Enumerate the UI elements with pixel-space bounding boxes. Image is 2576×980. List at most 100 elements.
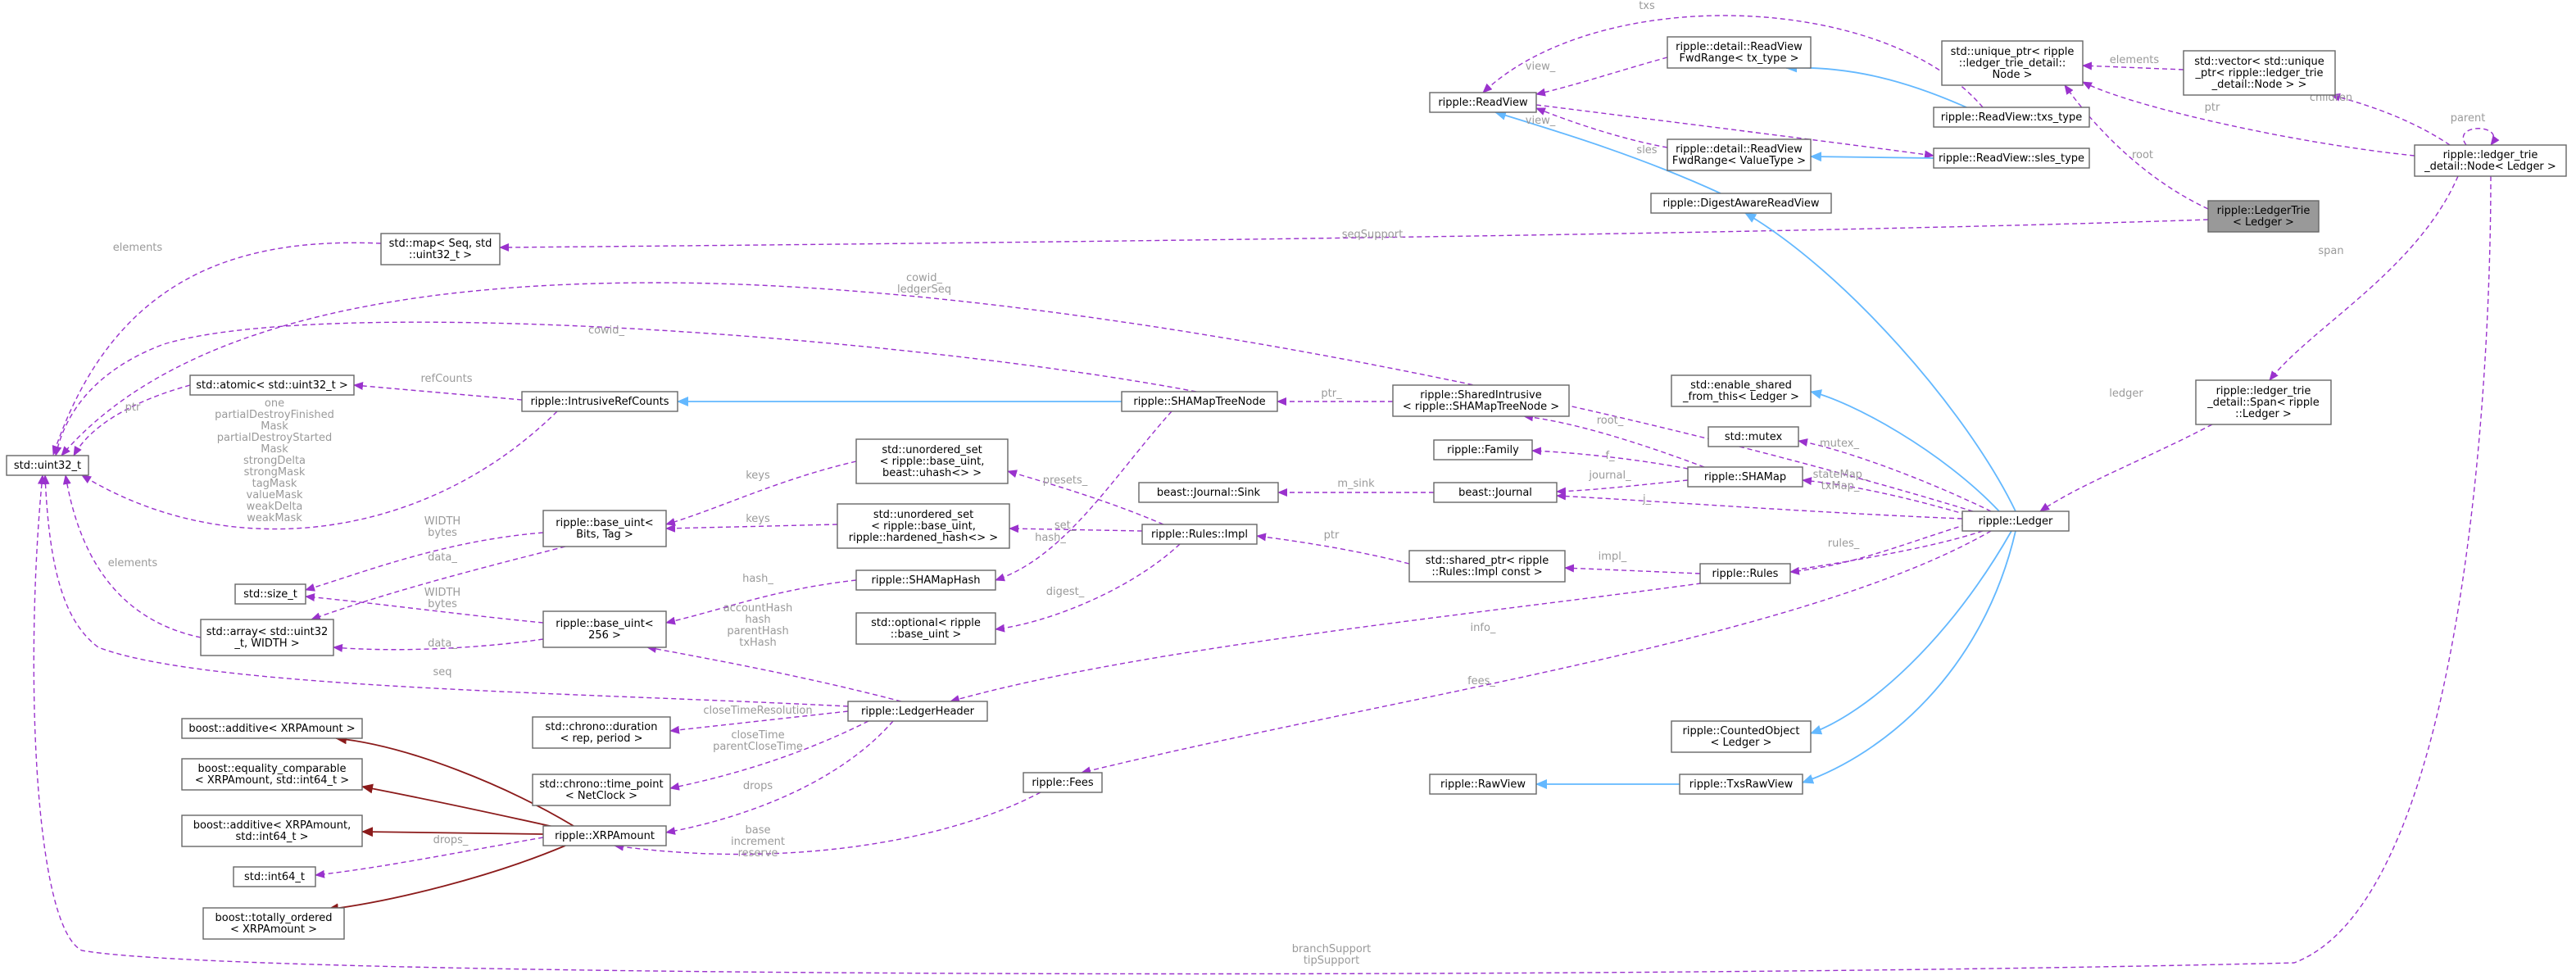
node-rules[interactable]: ripple::Rules (1699, 563, 1791, 584)
edge-baseuint256-array (333, 638, 544, 652)
edge-label-cowid-ledgerseq: cowid_ledgerSeq (897, 272, 951, 296)
edge-label-state-tx-map: stateMap_txMap_ (1813, 469, 1868, 492)
edge-label-digest: digest_ (1046, 586, 1085, 598)
node-rules-impl[interactable]: ripple::Rules::Impl (1141, 524, 1258, 545)
inherit-ledger-digestaware (1744, 212, 2016, 512)
node-label: ripple::LedgerTrie< Ledger > (2217, 205, 2311, 229)
node-label: ripple::Rules::Impl (1151, 529, 1248, 541)
node-family[interactable]: ripple::Family (1433, 439, 1533, 461)
node-vector-node[interactable]: std::vector< std::unique_ptr< ripple::le… (2183, 50, 2336, 96)
node-label: beast::Journal (1458, 487, 1532, 499)
edge-label-span: span (2318, 245, 2343, 257)
node-shared-intrusive[interactable]: ripple::SharedIntrusive< ripple::SHAMapT… (1392, 384, 1570, 417)
node-label: ripple::DigestAwareReadView (1662, 197, 1819, 210)
node-journal-sink[interactable]: beast::Journal::Sink (1138, 482, 1279, 503)
node-label: ripple::ReadView::txs_type (1941, 111, 2083, 124)
node-trie-span[interactable]: ripple::ledger_trie_detail::Span< ripple… (2195, 379, 2332, 425)
node-label: std::shared_ptr< ripple::Rules::Impl con… (1426, 555, 1549, 578)
node-txs-type[interactable]: ripple::ReadView::txs_type (1933, 107, 2090, 128)
edge-label-view-2: view_ (1526, 115, 1556, 127)
node-chrono-timepoint[interactable]: std::chrono::time_point< NetClock > (532, 774, 671, 806)
node-array-u32[interactable]: std::array< std::uint32_t, WIDTH > (200, 619, 334, 656)
node-atomic[interactable]: std::atomic< std::uint32_t > (189, 374, 355, 396)
node-label: ripple::Rules (1712, 568, 1779, 580)
node-read-view[interactable]: ripple::ReadView (1429, 92, 1537, 113)
edge-label-journal-label: journal_ (1588, 470, 1631, 482)
node-txs-raw-view[interactable]: ripple::TxsRawView (1679, 774, 1803, 795)
node-boost-additive[interactable]: boost::additive< XRPAmount > (181, 718, 363, 739)
node-map-seq[interactable]: std::map< Seq, std::uint32_t > (380, 233, 501, 265)
node-shamap-tree-node[interactable]: ripple::SHAMapTreeNode (1121, 391, 1278, 412)
node-label: ripple::Ledger (1979, 515, 2053, 528)
node-trie-node[interactable]: ripple::ledger_trie_detail::Node< Ledger… (2414, 144, 2567, 177)
edge-rulesimpl-hard (1009, 524, 1143, 533)
node-counted-object[interactable]: ripple::CountedObject< Ledger > (1671, 720, 1812, 753)
node-base-uint-bits[interactable]: ripple::base_uint<Bits, Tag > (542, 510, 667, 547)
node-raw-view[interactable]: ripple::RawView (1429, 774, 1537, 795)
node-size-t[interactable]: std::size_t (234, 583, 306, 605)
node-sles-type[interactable]: ripple::ReadView::sles_type (1933, 147, 2090, 169)
node-base-uint-256[interactable]: ripple::base_uint<256 > (542, 610, 667, 648)
edge-vector-unique (2082, 61, 2184, 70)
edge-label-impl: impl_ (1599, 551, 1627, 563)
edge-baseuintbits-array (311, 546, 566, 620)
node-journal[interactable]: beast::Journal (1433, 482, 1558, 503)
edge-label-parent: parent (2451, 112, 2486, 125)
node-int64[interactable]: std::int64_t (233, 866, 316, 887)
edge-ledger-shamap (1802, 477, 1967, 515)
edge-label-info: info_ (1471, 622, 1496, 634)
edge-trienode-vector (2330, 93, 2451, 146)
node-optional-base[interactable]: std::optional< ripple::base_uint > (855, 612, 996, 645)
node-shamap[interactable]: ripple::SHAMap (1687, 466, 1803, 488)
node-boost-additive2[interactable]: boost::additive< XRPAmount,std::int64_t … (181, 814, 363, 847)
node-boost-totally[interactable]: boost::totally_ordered< XRPAmount > (202, 907, 345, 940)
edge-label-drops-header: drops (743, 780, 773, 792)
edge-baseuint256-size (305, 593, 544, 624)
edge-label-rules-label: rules_ (1828, 538, 1860, 550)
edge-label-sles: sles (1636, 144, 1657, 157)
node-unique-ptr-node[interactable]: std::unique_ptr< ripple::ledger_trie_det… (1941, 40, 2084, 86)
node-boost-equality[interactable]: boost::equality_comparable< XRPAmount, s… (181, 758, 363, 791)
edge-ledger-journal (1556, 492, 1963, 519)
node-uint32[interactable]: std::uint32_t (6, 455, 89, 476)
edge-ledgertrie-map (499, 219, 2209, 252)
edge-label-hash-2: hash_ (1035, 532, 1066, 544)
node-label: ripple::XRPAmount (555, 830, 655, 842)
edge-ledger-fees (1081, 530, 1992, 775)
node-label: ripple::SHAMapHash (872, 574, 981, 587)
edge-label-seq: seq (433, 666, 451, 678)
node-ledger[interactable]: ripple::Ledger (1961, 510, 2070, 532)
node-digest-aware[interactable]: ripple::DigestAwareReadView (1650, 193, 1832, 214)
node-fees[interactable]: ripple::Fees (1023, 772, 1103, 793)
node-shared-ptr-impl[interactable]: std::shared_ptr< ripple::Rules::Impl con… (1408, 550, 1566, 583)
node-intrusive-refcounts[interactable]: ripple::IntrusiveRefCounts (521, 391, 678, 412)
node-enable-shared[interactable]: std::enable_shared_from_this< Ledger > (1671, 374, 1812, 407)
node-chrono-duration[interactable]: std::chrono::duration< rep, period > (532, 716, 671, 749)
node-label: boost::totally_ordered< XRPAmount > (215, 912, 333, 936)
edge-shamap-shared (1523, 413, 1705, 468)
edge-shamaphash-256 (665, 579, 857, 625)
node-ledger-header[interactable]: ripple::LedgerHeader (847, 701, 988, 722)
edge-shamap-journal (1556, 479, 1689, 496)
node-unordered-set-hardened[interactable]: std::unordered_set< ripple::base_uint,ri… (837, 503, 1010, 549)
edge-ledger-rules (1789, 524, 1967, 575)
node-xrpamount[interactable]: ripple::XRPAmount (542, 825, 667, 846)
edge-sharedptr-rulesimpl (1256, 533, 1410, 565)
node-label: ripple::SHAMap (1704, 471, 1786, 483)
node-label: boost::additive< XRPAmount,std::int64_t … (193, 819, 351, 843)
edge-label-keys-1: keys (746, 470, 770, 482)
node-unordered-set-beast[interactable]: std::unordered_set< ripple::base_uint,be… (855, 438, 1009, 484)
node-label: std::unique_ptr< ripple::ledger_trie_det… (1951, 46, 2075, 81)
edge-header-uint32 (41, 474, 849, 707)
node-mutex[interactable]: std::mutex (1708, 426, 1799, 447)
node-shamap-hash[interactable]: ripple::SHAMapHash (855, 569, 996, 591)
node-ledger-trie[interactable]: ripple::LedgerTrie< Ledger > (2207, 200, 2320, 233)
edge-label-refcounts: refCounts (420, 373, 472, 385)
